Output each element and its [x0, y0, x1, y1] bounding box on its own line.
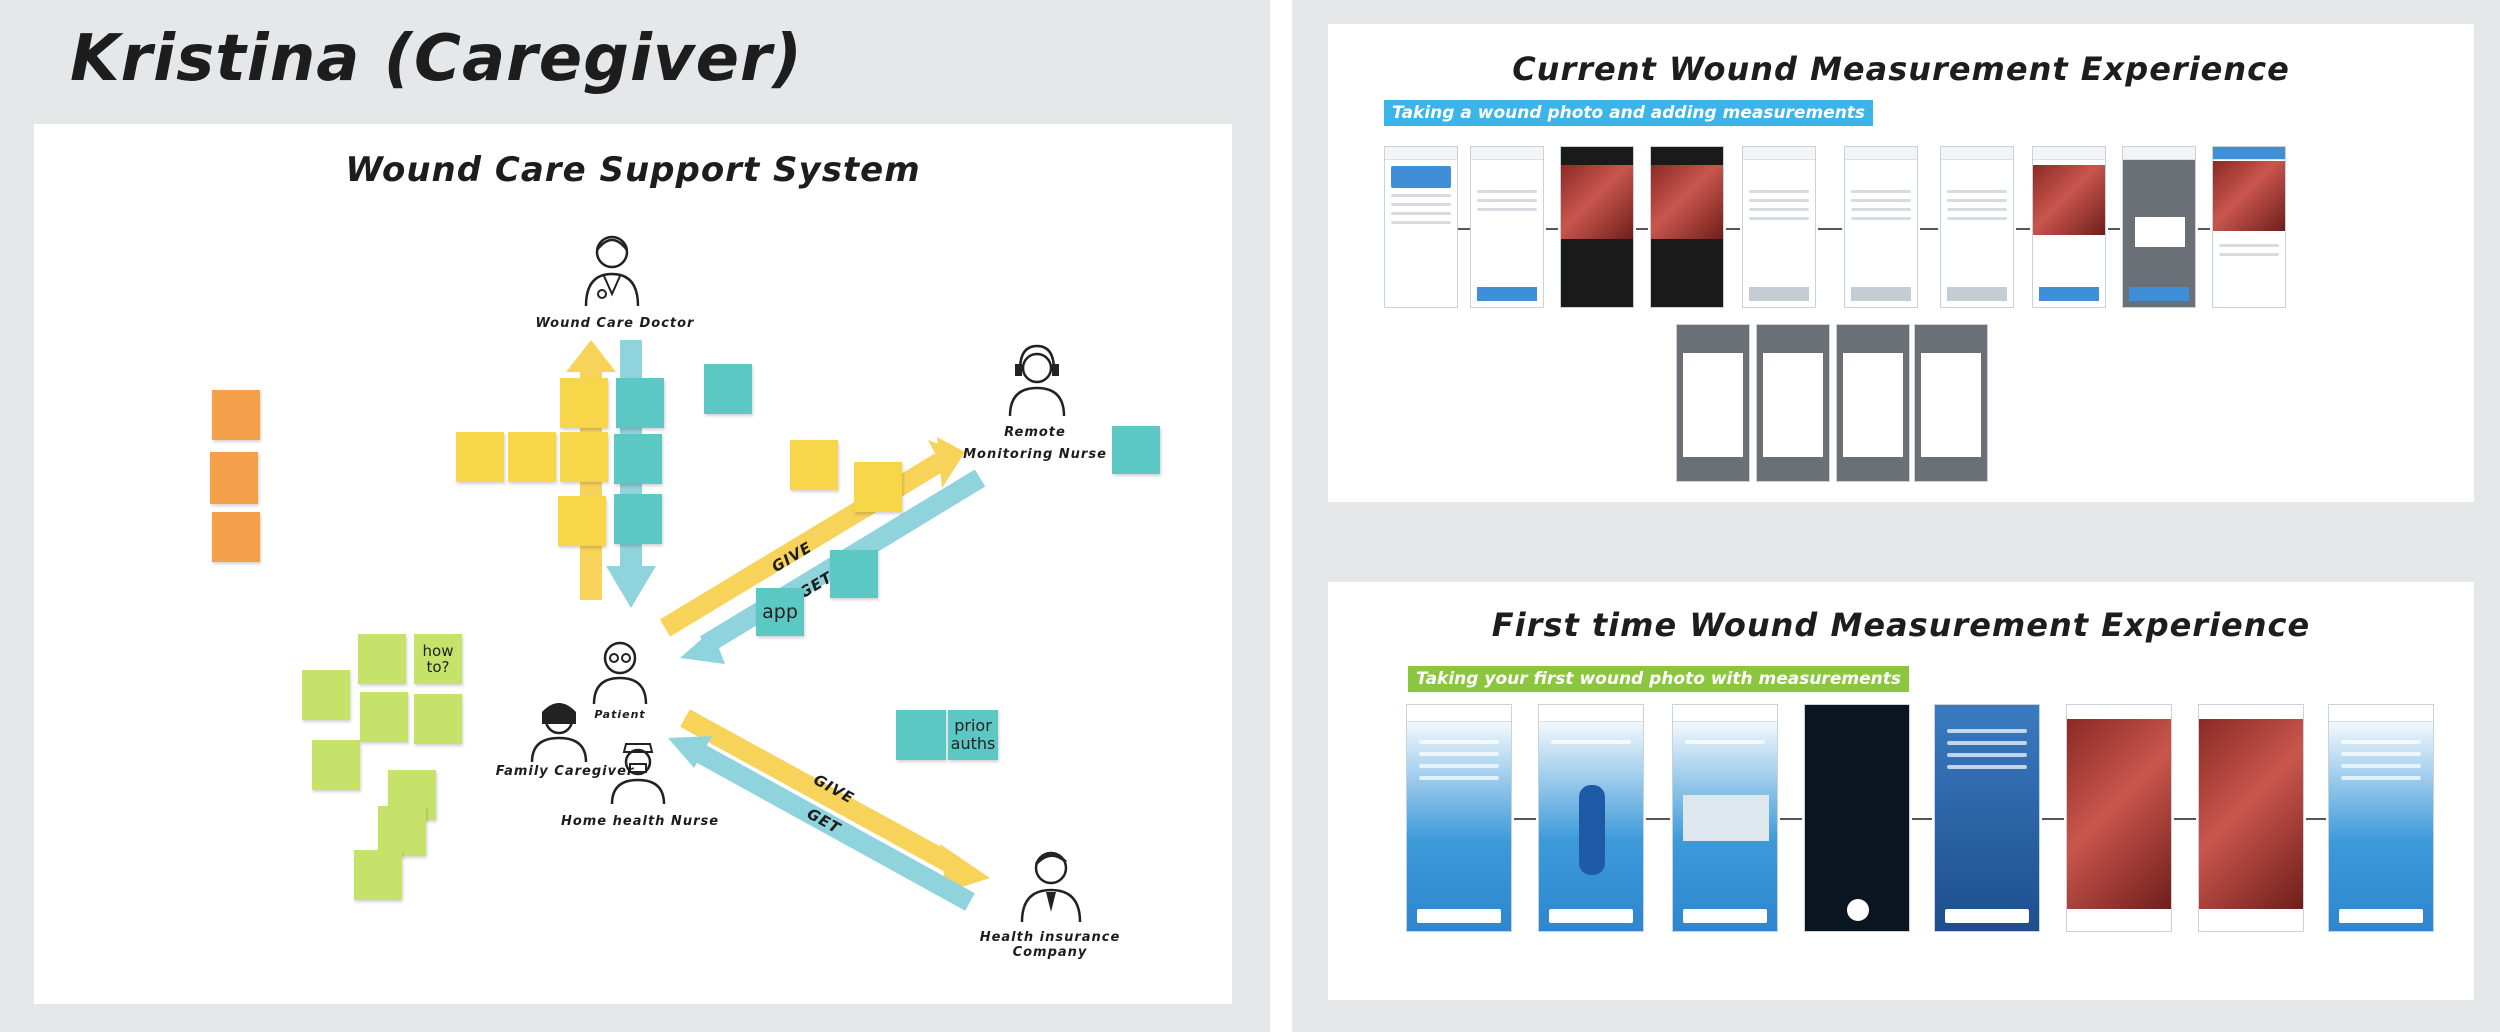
flow-screen — [1406, 704, 1512, 932]
flow-connector — [1646, 818, 1670, 820]
flow-connector — [1912, 818, 1932, 820]
sticky-note — [614, 494, 662, 544]
family-caregiver-icon — [530, 703, 588, 762]
flow-connector — [1546, 228, 1558, 230]
flow-screen — [1934, 704, 2040, 932]
sticky-note — [790, 440, 838, 490]
sticky-note — [456, 432, 504, 482]
label-family-caregiver: Family Caregiver — [495, 764, 635, 779]
flow-connector — [2198, 228, 2210, 230]
flow-screen — [2122, 146, 2196, 308]
flow-screen — [1836, 324, 1910, 482]
flow-screen — [1940, 146, 2014, 308]
sticky-note — [212, 512, 260, 562]
support-system-title: Wound Care Support System — [345, 150, 921, 190]
current-experience-tag: Taking a wound photo and adding measurem… — [1384, 100, 1874, 126]
flow-connector — [2174, 818, 2196, 820]
label-patient: Patient — [594, 708, 646, 721]
label-remote-monitoring-nurse: Remote Monitoring Nurse — [963, 425, 1107, 462]
flow-screen — [2328, 704, 2434, 932]
sticky-note — [508, 432, 556, 482]
flow-screen — [2032, 146, 2106, 308]
sticky-note — [354, 850, 402, 900]
flow-screen — [1844, 146, 1918, 308]
sticky-note — [312, 740, 360, 790]
flow-screen — [1676, 324, 1750, 482]
sticky-note — [210, 452, 258, 504]
flow-connector — [2306, 818, 2326, 820]
sticky-note — [704, 364, 752, 414]
insurance-agent-icon — [1020, 851, 1082, 922]
flow-connector — [1780, 818, 1802, 820]
sticky-note — [1112, 426, 1160, 474]
page-title: Kristina (Caregiver) — [70, 22, 803, 96]
sticky-note — [212, 390, 260, 440]
note-how-to: how to? — [414, 634, 462, 684]
sticky-note — [560, 378, 608, 428]
first-time-experience-tag: Taking your first wound photo with measu… — [1408, 666, 1909, 692]
flow-screen — [1914, 324, 1988, 482]
label-health-insurance-company: Health insurance Company — [979, 930, 1121, 960]
flow-screen — [1756, 324, 1830, 482]
current-experience-title: Current Wound Measurement Experience — [1512, 50, 2290, 88]
flow-screen — [2066, 704, 2172, 932]
sticky-note — [358, 634, 406, 684]
flow-screen — [1384, 146, 1458, 308]
home-nurse-icon — [610, 743, 666, 804]
sticky-note — [616, 378, 664, 428]
flow-connector — [1458, 228, 1470, 230]
note-app: app — [756, 588, 804, 636]
doctor-icon — [584, 235, 640, 307]
label-wound-care-doctor: Wound Care Doctor — [535, 316, 695, 331]
flow-screen — [2212, 146, 2286, 308]
sticky-note — [560, 432, 608, 482]
sticky-note — [414, 694, 462, 744]
patient-icon — [592, 641, 648, 705]
flow-screen — [1560, 146, 1634, 308]
flow-screen — [1538, 704, 1644, 932]
flow-screen — [1672, 704, 1778, 932]
sticky-note — [558, 496, 606, 546]
sticky-note — [302, 670, 350, 720]
flow-screen — [2198, 704, 2304, 932]
sticky-note — [830, 550, 878, 598]
sticky-note — [854, 462, 902, 512]
first-time-experience-title: First time Wound Measurement Experience — [1491, 606, 2311, 644]
flow-screen — [1470, 146, 1544, 308]
flow-screen — [1650, 146, 1724, 308]
sticky-note — [360, 692, 408, 742]
note-prior-auths: prior auths — [948, 710, 998, 760]
insurance-patient-arrows — [668, 709, 990, 911]
sticky-note — [896, 710, 946, 760]
flow-screen — [1742, 146, 1816, 308]
flow-connector — [2016, 228, 2030, 230]
flow-connector — [1514, 818, 1536, 820]
flow-screen — [1804, 704, 1910, 932]
label-home-health-nurse: Home health Nurse — [560, 814, 720, 829]
flow-connector — [1726, 228, 1740, 230]
flow-connector — [2108, 228, 2120, 230]
flow-connector — [1920, 228, 1938, 230]
sticky-note — [614, 434, 662, 484]
nurse-headset-icon — [1008, 344, 1066, 417]
flow-connector — [1636, 228, 1648, 230]
sticky-note — [378, 806, 426, 856]
board-separator — [1270, 0, 1292, 1032]
flow-connector — [1818, 228, 1842, 230]
flow-connector — [2042, 818, 2064, 820]
